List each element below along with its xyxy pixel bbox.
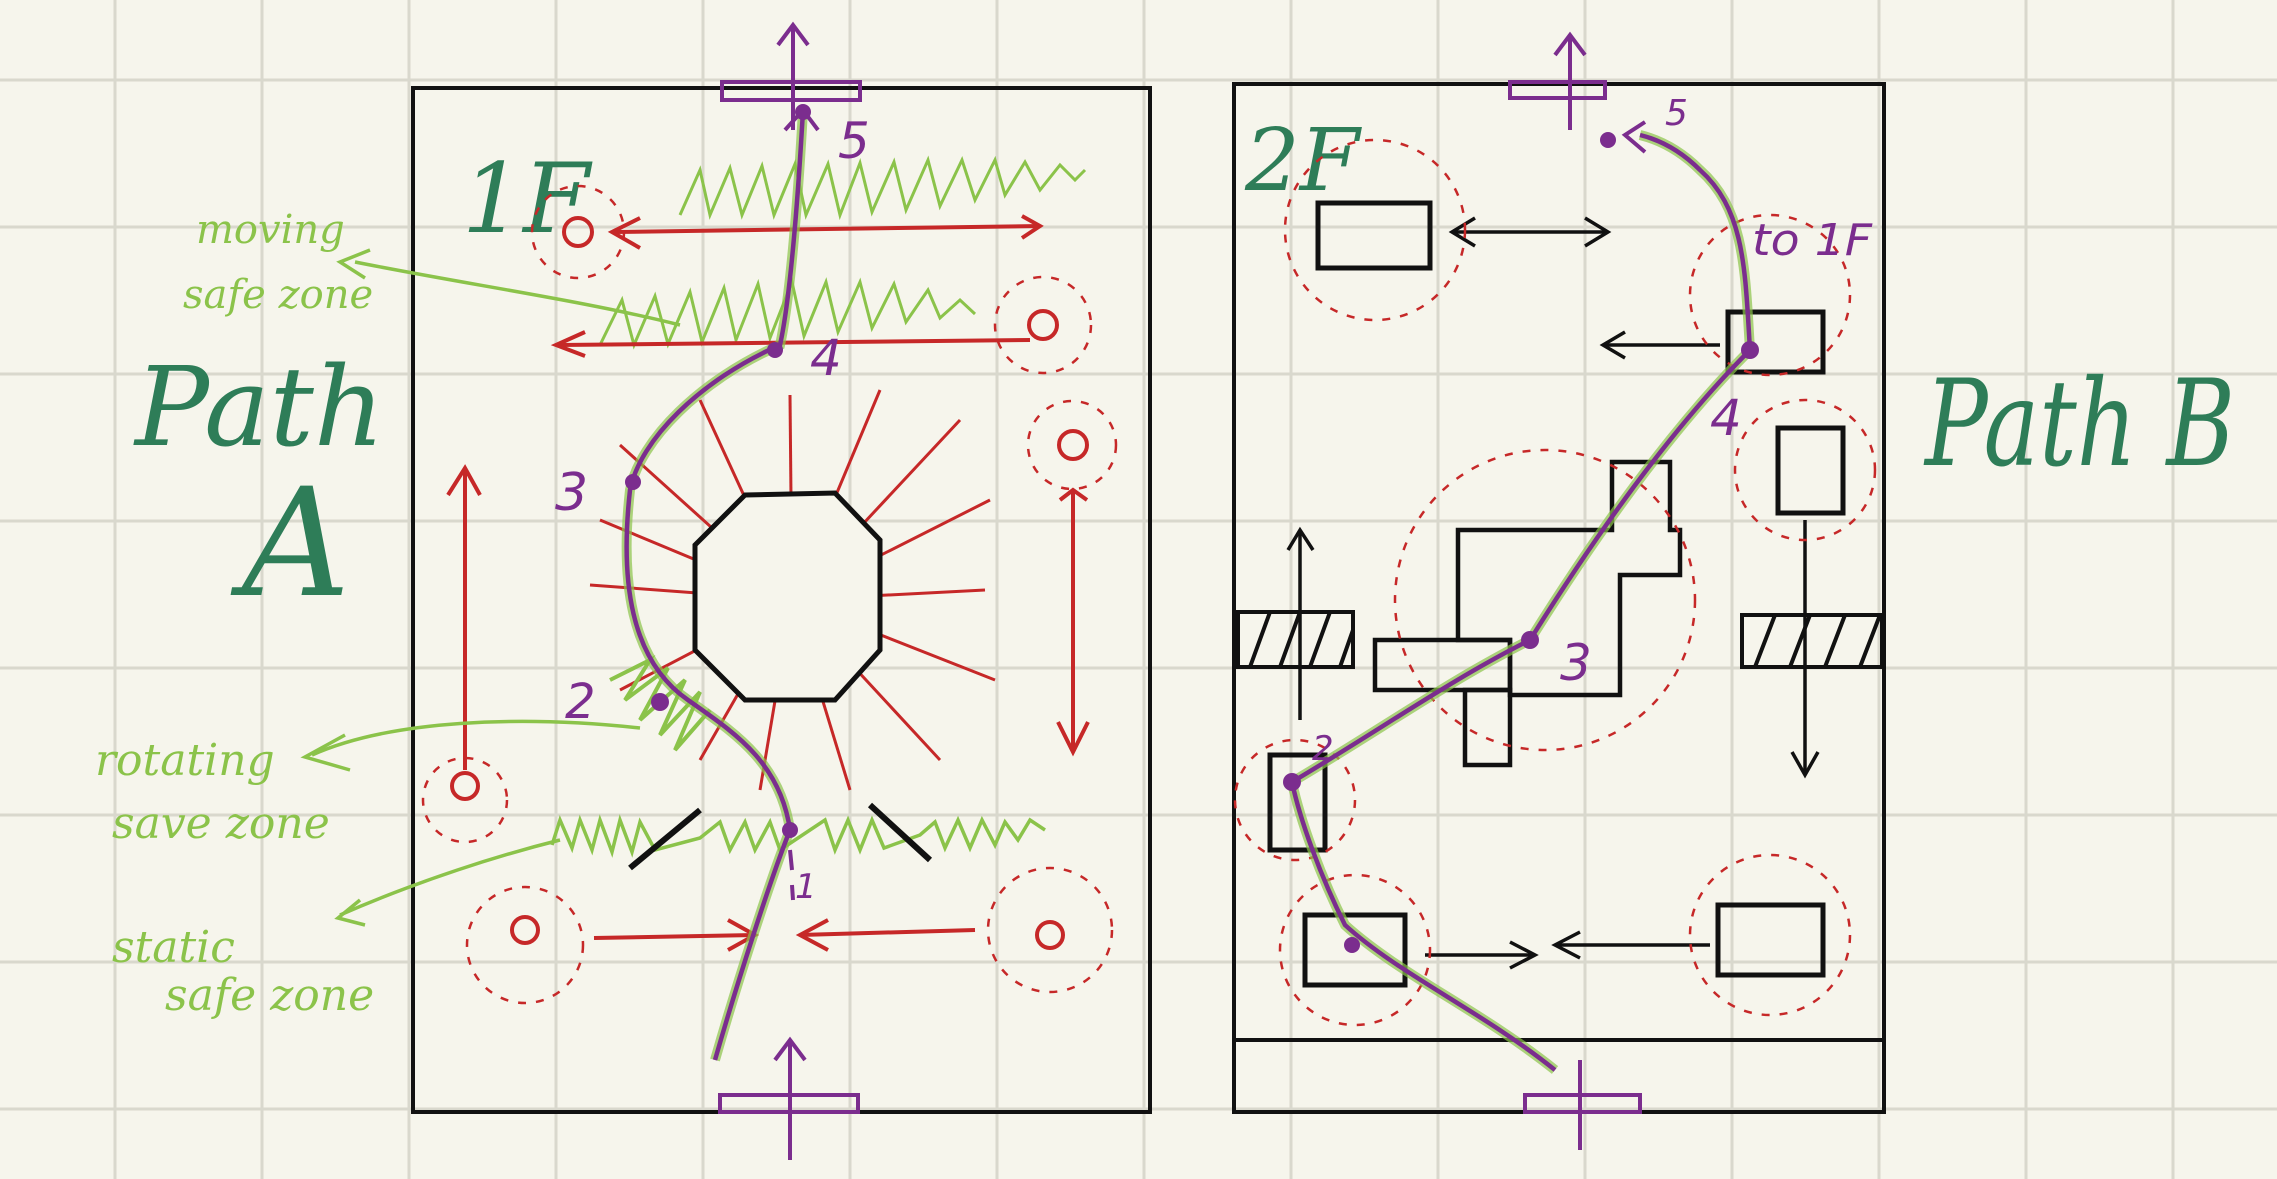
map-2f: 2F: [1232, 31, 1886, 1150]
legend-rotating-pointer: [311, 719, 641, 757]
legend-rotating-line1: rotating: [95, 735, 275, 786]
hatched-walls: [1236, 610, 1884, 669]
legend-moving-pointer: [354, 260, 681, 327]
block-arrows: [1286, 216, 1820, 970]
entry-marker-1f: [718, 1036, 860, 1160]
entry-marker-2f: [1523, 1060, 1642, 1150]
path-a-route: 1 2 3 4 5: [555, 104, 870, 1062]
exit-marker-1f: [720, 21, 862, 130]
diagonal-slabs: [628, 802, 933, 871]
central-pillar: [589, 389, 996, 791]
legend-static-line1: static: [112, 922, 235, 973]
moving-zone-arrows: [530, 184, 1118, 491]
path-b-marker-2: 2: [1312, 729, 1334, 769]
path-a-marker-2: 2: [565, 674, 596, 730]
legend: moving safe zone rotating save zone stat…: [95, 207, 681, 1021]
legend-rotating-line2: save zone: [112, 798, 330, 849]
path-b-marker-5: 5: [1665, 93, 1688, 134]
legend-static-pointer: [339, 838, 561, 917]
moving-safe-zone-hatch: [598, 155, 1087, 350]
path-a-marker-1: 1: [795, 867, 817, 907]
octagon-pillar: [692, 490, 883, 703]
legend-static-line2: safe zone: [165, 970, 374, 1021]
central-structure: [1372, 459, 1683, 768]
path-b-marker-4: 4: [1710, 389, 1742, 447]
path-a-title-line2: A: [230, 457, 350, 631]
path-a-marker-3: 3: [555, 463, 588, 523]
path-b-route: 2 3 4 5 to 1F: [1283, 93, 1873, 1074]
path-b-exit-label: to 1F: [1752, 215, 1873, 266]
path-b-title: Path B: [1923, 355, 2235, 494]
path-b-marker-3: 3: [1560, 634, 1592, 692]
bottom-hazards: [465, 866, 1114, 1005]
static-safe-zone-hatch: [550, 814, 1046, 858]
path-a-title-line1: Path: [133, 343, 385, 471]
legend-moving-line1: moving: [196, 207, 345, 253]
moving-blocks: [1267, 200, 1846, 988]
legend-moving-line2: safe zone: [183, 272, 373, 318]
exit-marker-2f: [1508, 31, 1607, 130]
path-a-marker-4: 4: [810, 329, 842, 387]
map-1f-floor-label: 1F: [462, 143, 593, 255]
map-2f-floor-label: 2F: [1244, 111, 1363, 211]
hazard-circles-2f: [1233, 138, 1877, 1027]
side-arrows: [421, 464, 1090, 844]
path-a-marker-5: 5: [838, 112, 870, 170]
map-1f: 1F: [411, 21, 1152, 1160]
